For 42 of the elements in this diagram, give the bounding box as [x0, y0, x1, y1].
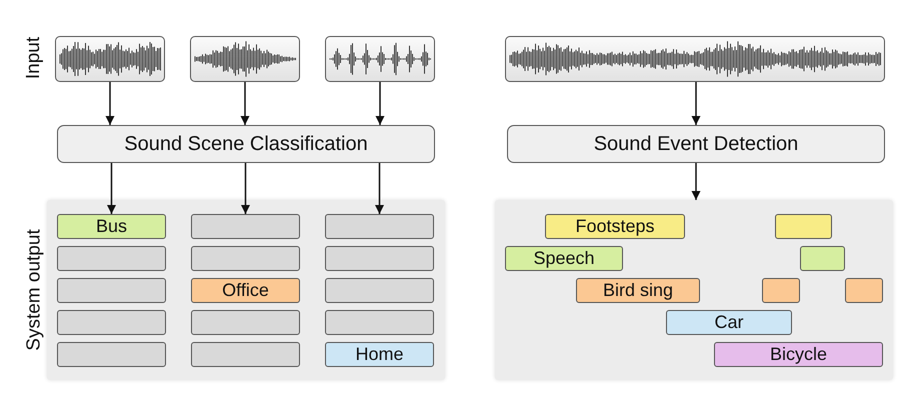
side-label: System output — [23, 229, 46, 351]
side-label: Input — [23, 36, 46, 80]
output-slot — [191, 342, 300, 367]
waveform-picture — [505, 36, 885, 82]
output-panel — [495, 200, 893, 380]
arrow — [692, 163, 700, 200]
waveform-picture — [55, 36, 165, 82]
output-slot — [325, 246, 434, 271]
output-slot — [191, 214, 300, 239]
output-slot — [57, 342, 166, 367]
output-slot — [191, 246, 300, 271]
arrow — [241, 163, 250, 214]
output-slot: Bus — [57, 214, 166, 239]
output-slot: Office — [191, 278, 300, 303]
event-bar: Bicycle — [714, 342, 883, 367]
arrow — [375, 163, 384, 214]
event-bar: Bird sing — [576, 278, 700, 303]
event-bar — [800, 246, 845, 271]
arrow — [106, 82, 114, 125]
output-slot — [57, 278, 166, 303]
output-slot: Home — [325, 342, 434, 367]
event-bar — [762, 278, 800, 303]
event-bar — [775, 214, 832, 239]
event-bar: Car — [666, 310, 792, 335]
arrow — [107, 163, 116, 214]
output-slot — [325, 214, 434, 239]
output-slot — [57, 310, 166, 335]
output-slot — [325, 278, 434, 303]
event-bar: Footsteps — [545, 214, 685, 239]
waveform-picture — [190, 36, 300, 82]
arrow — [240, 82, 250, 125]
waveform-picture — [325, 36, 435, 82]
output-slot — [325, 310, 434, 335]
event-bar: Speech — [505, 246, 623, 271]
arrow — [376, 82, 384, 125]
process-box: Sound Scene Classification — [57, 125, 435, 163]
output-slot — [191, 310, 300, 335]
output-slot — [57, 246, 166, 271]
arrow — [692, 82, 700, 125]
output-panel — [47, 200, 445, 380]
process-box: Sound Event Detection — [507, 125, 885, 163]
event-bar — [845, 278, 883, 303]
